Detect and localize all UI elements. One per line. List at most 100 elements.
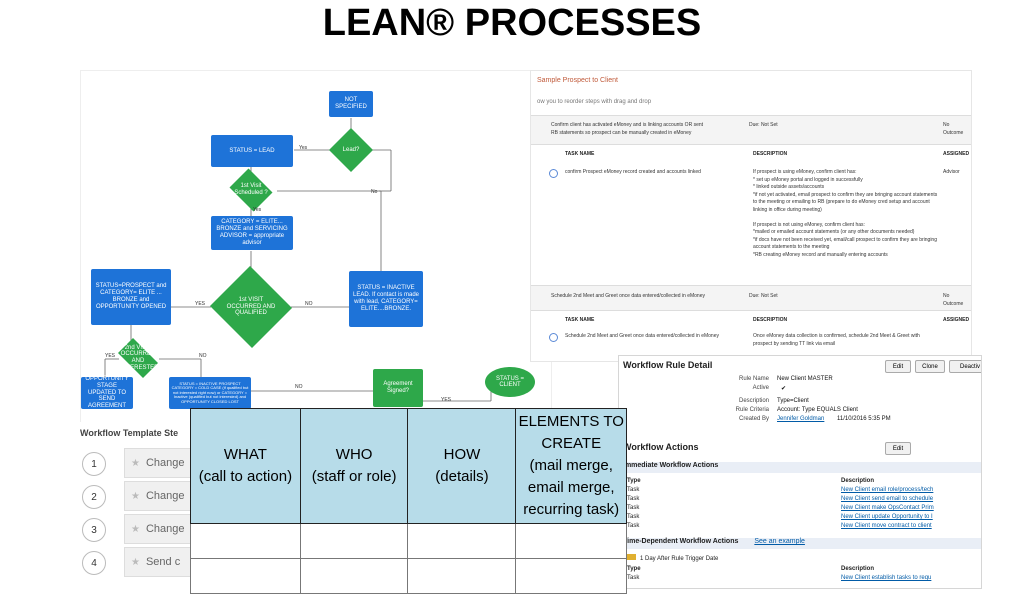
inactive-lead-box: STATUS = INACTIVE LEAD. If contact is ma… bbox=[349, 271, 423, 327]
category-box: CATEGORY = ELITE... BRONZE and SERVICING… bbox=[211, 216, 293, 250]
planning-table-panel: WHAT(call to action) WHO(staff or role) … bbox=[190, 408, 627, 595]
step-text: Schedule 2nd Meet and Greet once data en… bbox=[551, 293, 705, 299]
col-type: Type bbox=[627, 566, 641, 572]
active-label: Active bbox=[752, 385, 769, 391]
template-step[interactable]: 1 ★ Change bbox=[80, 448, 206, 478]
header-subtitle: (call to action) bbox=[198, 468, 293, 485]
no-label: NO bbox=[305, 301, 313, 307]
client-terminal: STATUS = CLIENT bbox=[485, 367, 535, 397]
star-icon[interactable]: ★ bbox=[131, 490, 140, 502]
col-desc: Description bbox=[841, 566, 875, 572]
col-description: DESCRIPTION bbox=[753, 317, 788, 323]
template-title: Workflow Template Ste bbox=[80, 428, 179, 438]
deactivate-button[interactable]: Deactiv bbox=[949, 360, 981, 373]
clone-button[interactable]: Clone bbox=[915, 360, 945, 373]
table-cell[interactable] bbox=[190, 558, 301, 594]
step-row[interactable]: Schedule 2nd Meet and Greet once data en… bbox=[531, 285, 971, 311]
task-name: Schedule 2nd Meet and Greet once data en… bbox=[565, 333, 719, 339]
star-icon[interactable]: ★ bbox=[131, 556, 140, 568]
action-link[interactable]: New Client establish tasks to requ bbox=[841, 575, 932, 581]
yes-label: Yes bbox=[299, 145, 308, 151]
edit-button[interactable]: Edit bbox=[885, 360, 911, 373]
star-icon[interactable]: ★ bbox=[131, 523, 140, 535]
table-header-row: WHAT(call to action) WHO(staff or role) … bbox=[190, 408, 627, 524]
no-label: No bbox=[371, 189, 378, 195]
col-assigned: ASSIGNED bbox=[943, 151, 970, 157]
table-row bbox=[190, 523, 627, 559]
actions-edit-button[interactable]: Edit bbox=[885, 442, 911, 455]
star-icon[interactable]: ★ bbox=[131, 457, 140, 469]
no-label: NO bbox=[199, 353, 207, 359]
actions-title: Workflow Actions bbox=[623, 442, 699, 452]
step-outcome: No Outcome bbox=[943, 122, 964, 136]
header-title: HOW bbox=[443, 446, 481, 463]
header-title: WHAT bbox=[223, 446, 267, 463]
time-dependent-title: Time-Dependent Workflow Actions bbox=[623, 538, 739, 545]
task-description: If prospect is using eMoney, confirm cli… bbox=[753, 169, 938, 258]
step-number: 2 bbox=[82, 485, 106, 509]
step-label: Change bbox=[145, 457, 185, 469]
description-value: Type=Client bbox=[777, 398, 809, 404]
step-row[interactable]: Confirm client has activated eMoney and … bbox=[531, 115, 971, 145]
page-title: LEAN® PROCESSES bbox=[322, 2, 702, 44]
header-elements: ELEMENTS TO CREATE(mail merge, email mer… bbox=[515, 408, 627, 524]
action-type: Task bbox=[627, 575, 640, 581]
expand-icon[interactable] bbox=[549, 169, 558, 178]
header-what: WHAT (call to action) bbox=[190, 408, 301, 524]
task-name: confirm Prospect eMoney record created a… bbox=[565, 169, 701, 175]
step-number: 1 bbox=[82, 452, 106, 476]
folder-icon bbox=[627, 554, 636, 560]
status-lead-box: STATUS = LEAD bbox=[211, 135, 293, 167]
created-date: 11/10/2016 5:35 PM bbox=[837, 416, 891, 422]
table-cell[interactable] bbox=[515, 558, 627, 594]
table-cell[interactable] bbox=[515, 523, 627, 559]
see-example-link[interactable]: See an example bbox=[754, 538, 805, 545]
tasks-panel: Sample Prospect to Client ow you to reor… bbox=[530, 70, 972, 362]
visit-qualified-decision: 1st VISIT OCCURRED AND QUALIFIED bbox=[209, 266, 293, 348]
planning-table: WHAT(call to action) WHO(staff or role) … bbox=[190, 408, 627, 594]
inactive-prospect-box: STATUS = INACTIVE PROSPECT CATEGORY = CO… bbox=[169, 377, 251, 409]
table-cell[interactable] bbox=[299, 523, 409, 559]
active-check-icon: ✔ bbox=[781, 386, 787, 392]
yes-label: YES bbox=[195, 301, 206, 307]
table-cell[interactable] bbox=[407, 523, 517, 559]
task-assigned: Advisor bbox=[943, 169, 960, 175]
template-step[interactable]: 3★Change bbox=[80, 514, 206, 544]
table-cell[interactable] bbox=[299, 558, 409, 594]
task-description: Once eMoney data collection is confirmed… bbox=[753, 333, 920, 347]
header-title: ELEMENTS TO CREATE bbox=[518, 413, 624, 452]
first-visit-decision: 1st Visit Scheduled ? bbox=[227, 168, 275, 212]
action-link[interactable]: New Client update Opportunity to I bbox=[841, 514, 933, 520]
created-by-label: Created By bbox=[738, 416, 769, 422]
lead-decision-label: Lead? bbox=[342, 146, 360, 153]
immediate-section: Immediate Workflow Actions bbox=[619, 462, 981, 473]
col-desc: Description bbox=[841, 478, 875, 484]
action-link[interactable]: New Client make OpsContact Prim bbox=[841, 505, 934, 511]
not-specified-box: NOT SPECIFIED bbox=[329, 91, 373, 117]
no-label: NO bbox=[295, 384, 303, 390]
yes-label: Yes bbox=[253, 207, 262, 213]
rule-name-value: New Client MASTER bbox=[777, 376, 833, 382]
step-outcome: No Outcome bbox=[943, 293, 964, 307]
tasks-hint: ow you to reorder steps with drag and dr… bbox=[537, 99, 652, 105]
col-description: DESCRIPTION bbox=[753, 151, 788, 157]
second-visit-label: 2nd VISIT OCCURRED AND INTERESTED bbox=[120, 344, 159, 371]
table-cell[interactable] bbox=[190, 523, 301, 559]
action-link[interactable]: New Client email role/process/tech bbox=[841, 487, 934, 493]
action-link[interactable]: New Client move contract to client bbox=[841, 523, 932, 529]
table-cell[interactable] bbox=[407, 558, 517, 594]
lead-decision: Lead? bbox=[329, 128, 373, 172]
second-visit-decision: 2nd VISIT OCCURRED AND INTERESTED bbox=[113, 338, 163, 378]
template-step[interactable]: 4★Send c bbox=[80, 547, 206, 577]
created-by-link[interactable]: Jennifer Goldman bbox=[777, 416, 825, 422]
criteria-label: Rule Criteria bbox=[735, 407, 769, 413]
action-link[interactable]: New Client send email to schedule bbox=[841, 496, 934, 502]
header-how: HOW(details) bbox=[407, 408, 517, 524]
template-step[interactable]: 2 ★ Change bbox=[80, 481, 206, 511]
expand-icon[interactable] bbox=[549, 333, 558, 342]
yes-label: YES bbox=[441, 397, 452, 403]
send-agreement-box: OPPORTUNITY STAGE UPDATED TO SEND AGREEM… bbox=[81, 376, 133, 409]
agreement-box: Agreement Signed? bbox=[373, 369, 423, 407]
step-label: Change bbox=[145, 490, 185, 502]
visit-qualified-label: 1st VISIT OCCURRED AND QUALIFIED bbox=[226, 297, 276, 317]
